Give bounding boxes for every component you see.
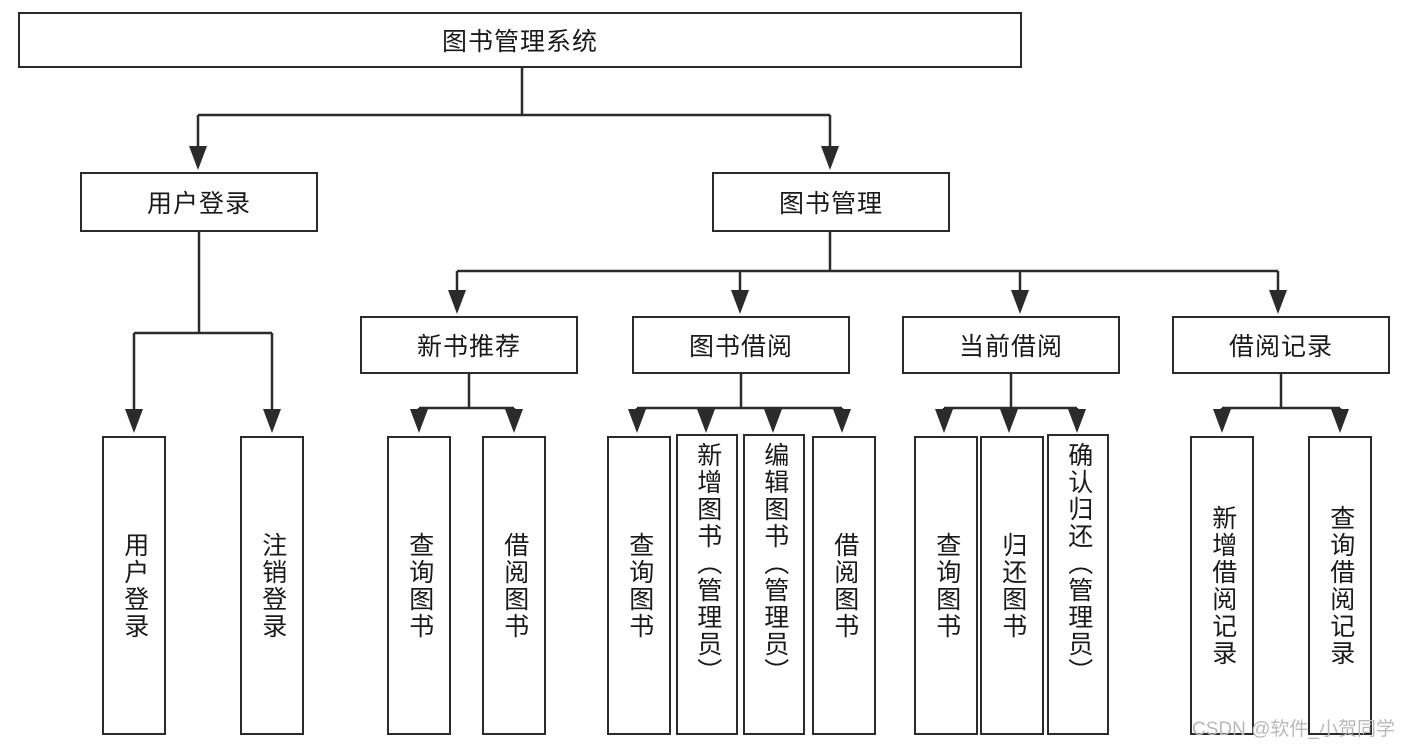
- node-label-leaf-user-logout: 注销登录: [258, 531, 287, 640]
- node-label-book-manage: 图书管理: [778, 190, 883, 218]
- node-label-book-borrow: 图书借阅: [688, 333, 793, 361]
- node-label-leaf-add-record: 新增借阅记录: [1208, 504, 1237, 667]
- node-label-new-book-rec: 新书推荐: [416, 333, 521, 361]
- node-leaf-query-book-2[interactable]: 查询图书: [607, 436, 671, 735]
- user-login-bus-arrowhead-0: [125, 409, 143, 433]
- book-borrow-bus-arrowhead-0: [628, 409, 646, 433]
- node-leaf-add-book[interactable]: 新增图书（管理员）: [676, 434, 738, 735]
- node-label-current-borrow: 当前借阅: [958, 333, 1063, 361]
- current-borrow-bus-arrowhead-2: [1068, 409, 1086, 433]
- node-label-leaf-user-login: 用户登录: [120, 531, 149, 640]
- node-label-borrow-record: 借阅记录: [1228, 333, 1333, 361]
- borrow-record-bus-arrowhead-1: [1331, 409, 1349, 433]
- node-root[interactable]: 图书管理系统: [18, 12, 1022, 68]
- book-borrow-bus-arrowhead-1: [697, 409, 715, 433]
- node-leaf-user-login[interactable]: 用户登录: [102, 436, 166, 735]
- book-manage-bus-arrowhead-2: [1011, 290, 1029, 314]
- node-leaf-add-record[interactable]: 新增借阅记录: [1190, 436, 1254, 735]
- user-login-bus-arrowhead-1: [263, 409, 281, 433]
- node-new-book-rec[interactable]: 新书推荐: [360, 316, 578, 374]
- node-leaf-confirm-return[interactable]: 确认归还（管理员）: [1047, 434, 1109, 735]
- new-book-rec-bus-arrowhead-1: [505, 409, 523, 433]
- root-bus-arrowhead-0: [189, 146, 207, 170]
- node-leaf-edit-book[interactable]: 编辑图书（管理员）: [743, 434, 805, 735]
- node-label-root: 图书管理系统: [441, 28, 598, 56]
- node-borrow-record[interactable]: 借阅记录: [1172, 316, 1390, 374]
- borrow-record-bus-arrowhead-0: [1213, 409, 1231, 433]
- node-leaf-borrow-book-2[interactable]: 借阅图书: [812, 436, 876, 735]
- node-label-leaf-confirm-return: 确认归还（管理员）: [1064, 442, 1093, 685]
- book-manage-bus-arrowhead-0: [448, 290, 466, 314]
- node-label-leaf-return-book: 归还图书: [998, 531, 1027, 640]
- node-label-leaf-query-book-2: 查询图书: [625, 531, 654, 640]
- book-manage-bus-arrowhead-1: [731, 290, 749, 314]
- node-leaf-borrow-book-1[interactable]: 借阅图书: [482, 436, 546, 735]
- node-label-leaf-query-book-1: 查询图书: [405, 531, 434, 640]
- node-label-leaf-borrow-book-2: 借阅图书: [830, 531, 859, 640]
- node-book-manage[interactable]: 图书管理: [712, 172, 950, 232]
- book-borrow-bus-arrowhead-3: [833, 409, 851, 433]
- current-borrow-bus-arrowhead-0: [935, 409, 953, 433]
- book-manage-bus-arrowhead-3: [1269, 290, 1287, 314]
- node-label-leaf-query-book-3: 查询图书: [932, 531, 961, 640]
- node-label-leaf-borrow-book-1: 借阅图书: [500, 531, 529, 640]
- node-label-user-login: 用户登录: [146, 190, 251, 218]
- node-user-login[interactable]: 用户登录: [80, 172, 318, 232]
- new-book-rec-bus-arrowhead-0: [410, 409, 428, 433]
- node-leaf-query-book-3[interactable]: 查询图书: [914, 436, 978, 735]
- root-bus-arrowhead-1: [821, 146, 839, 170]
- node-label-leaf-query-record: 查询借阅记录: [1326, 504, 1355, 667]
- node-current-borrow[interactable]: 当前借阅: [902, 316, 1120, 374]
- node-book-borrow[interactable]: 图书借阅: [632, 316, 850, 374]
- book-borrow-bus-arrowhead-2: [764, 409, 782, 433]
- node-leaf-return-book[interactable]: 归还图书: [980, 436, 1044, 735]
- node-leaf-user-logout[interactable]: 注销登录: [240, 436, 304, 735]
- current-borrow-bus-arrowhead-1: [1000, 409, 1018, 433]
- node-label-leaf-add-book: 新增图书（管理员）: [693, 442, 722, 685]
- node-leaf-query-record[interactable]: 查询借阅记录: [1308, 436, 1372, 735]
- node-leaf-query-book-1[interactable]: 查询图书: [387, 436, 451, 735]
- node-label-leaf-edit-book: 编辑图书（管理员）: [760, 442, 789, 685]
